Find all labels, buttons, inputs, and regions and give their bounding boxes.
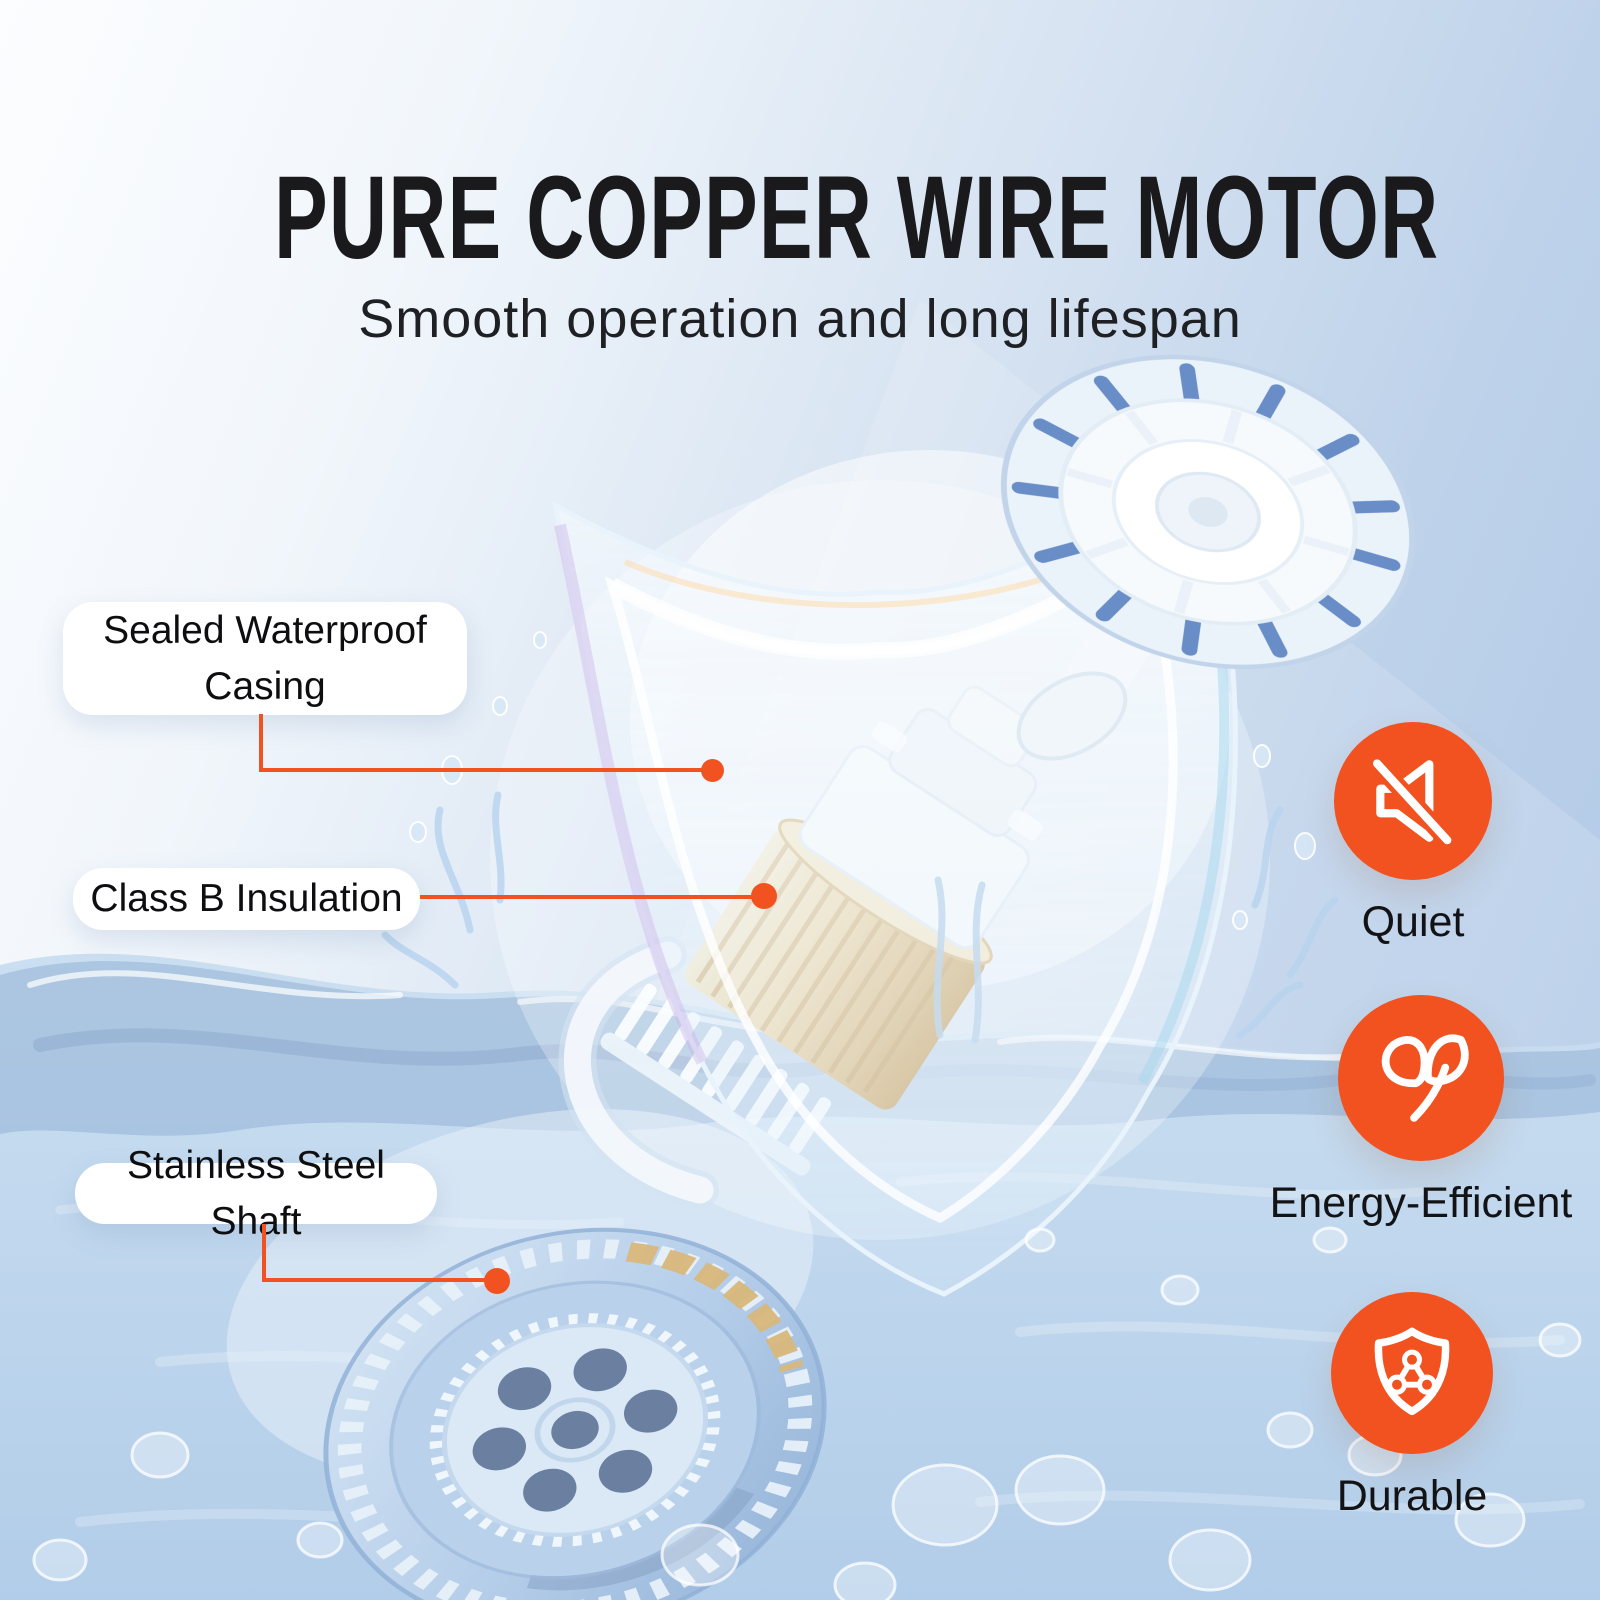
page-title-text: PURE COPPER WIRE MOTOR [274, 152, 1440, 284]
callout-class-b-insulation: Class B Insulation [73, 868, 420, 930]
fan-illustration [1000, 354, 1416, 670]
feature-energy-efficient: Energy-Efficient [1251, 995, 1591, 1228]
callout-connector-line [259, 714, 263, 771]
feature-badge [1338, 995, 1504, 1161]
callout-dot [484, 1268, 510, 1294]
callout-connector-line [262, 1224, 266, 1281]
muted-speaker-icon [1370, 757, 1454, 847]
feature-durable: Durable [1240, 1292, 1584, 1521]
callout-connector-line [262, 1278, 486, 1282]
callout-dot [701, 759, 724, 782]
feature-label: Energy-Efficient [1269, 1179, 1573, 1227]
callout-stainless-steel-shaft: Stainless Steel Shaft [75, 1144, 437, 1243]
callout-dot [751, 883, 777, 909]
feature-quiet: Quiet [1243, 722, 1583, 947]
callout-label: Class B Insulation [90, 877, 403, 921]
callout-connector-line [420, 895, 754, 899]
page-title: PURE COPPER WIRE MOTOR [0, 150, 1600, 286]
page-subtitle: Smooth operation and long lifespan [358, 289, 1242, 349]
callout-label: Sealed Waterproof Casing [103, 609, 427, 708]
shield-nodes-icon [1374, 1327, 1450, 1416]
callout-label: Stainless Steel Shaft [127, 1144, 385, 1243]
callout-sealed-waterproof-casing: Sealed Waterproof Casing [63, 602, 467, 715]
gear-illustration [323, 1227, 827, 1600]
leaves-icon [1381, 1034, 1469, 1122]
feature-badge [1331, 1292, 1493, 1454]
feature-label: Quiet [1361, 898, 1465, 946]
feature-label: Durable [1336, 1472, 1488, 1520]
feature-badge [1334, 722, 1492, 880]
callout-connector-line [259, 768, 712, 772]
